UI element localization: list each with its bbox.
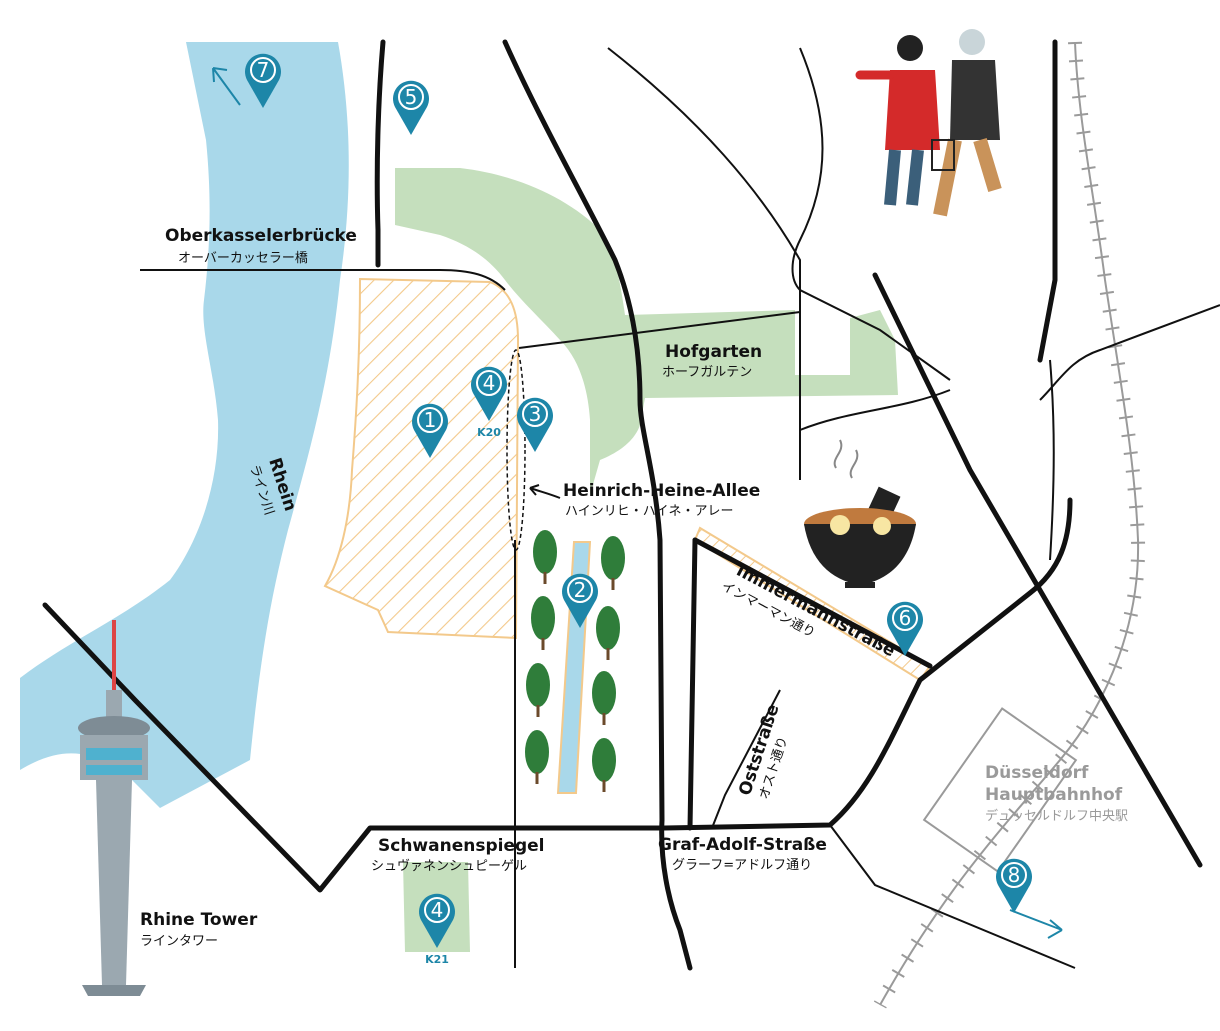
- heinrich-heine-allee-pointer: [529, 487, 561, 499]
- pin-number: 7: [257, 58, 270, 82]
- pin-5[interactable]: 5: [393, 80, 429, 135]
- pin-2[interactable]: 2: [562, 573, 598, 628]
- hauptbahnhof-building: [922, 707, 1078, 873]
- pin-4-k20[interactable]: 4 K20: [471, 366, 507, 439]
- walking-couple-illustration: [855, 29, 1002, 217]
- bridge-label-jp: オーバーカッセラー橋: [178, 251, 308, 266]
- tree-icon: [525, 530, 625, 792]
- oststrasse-label: Oststraße オスト通り: [735, 702, 791, 801]
- pin-number: 3: [529, 402, 542, 426]
- rhine-tower-label-jp: ラインタワー: [140, 934, 218, 949]
- pin-1[interactable]: 1: [412, 403, 448, 458]
- major-roads: [42, 39, 1203, 971]
- pin-number: 4: [431, 898, 444, 922]
- heinrich-heine-allee-marker: [506, 349, 526, 551]
- hbf-label-de-2: Hauptbahnhof: [985, 785, 1123, 805]
- pin-number: 5: [405, 85, 418, 109]
- pin-number: 6: [899, 606, 912, 630]
- graf-label-jp: グラーフ=アドルフ通り: [672, 858, 812, 873]
- railway: [873, 41, 1146, 1009]
- pin-sub-label: K21: [425, 953, 449, 966]
- pin-sub-label: K20: [477, 426, 501, 439]
- pin-7[interactable]: 7: [245, 53, 281, 108]
- rhine-tower-illustration: [78, 620, 150, 996]
- pin-number: 1: [424, 408, 437, 432]
- pin-number: 4: [483, 371, 496, 395]
- bridge-label-de: Oberkasselerbrücke: [165, 226, 357, 246]
- rhein-river: [20, 42, 349, 808]
- hofgarten-label-jp: ホーフガルテン: [662, 365, 752, 380]
- pin-4-k21[interactable]: 4 K21: [419, 893, 455, 966]
- graf-label-de: Graf-Adolf-Straße: [658, 835, 827, 855]
- pin-number: 8: [1008, 863, 1021, 887]
- hbf-label-jp: デュッセルドルフ中央駅: [985, 808, 1128, 824]
- minor-roads: [140, 47, 1220, 969]
- direction-arrow-icon: [212, 67, 1063, 939]
- schwan-label-de: Schwanenspiegel: [378, 836, 545, 856]
- pin-3[interactable]: 3: [517, 397, 553, 452]
- schwan-label-jp: シュヴァネンシュピーゲル: [371, 858, 527, 874]
- hofgarten-label-de: Hofgarten: [665, 342, 762, 362]
- altstadt-area: [323, 277, 520, 640]
- pin-6[interactable]: 6: [887, 601, 923, 656]
- hbf-label-de-1: Düsseldorf: [985, 763, 1089, 783]
- hha-label-de: Heinrich-Heine-Allee: [563, 481, 760, 501]
- hha-label-jp: ハインリヒ・ハイネ・アレー: [565, 504, 733, 519]
- pin-8[interactable]: 8: [996, 858, 1032, 913]
- rhine-tower-label-de: Rhine Tower: [140, 910, 258, 930]
- ramen-bowl-illustration: [804, 439, 916, 588]
- pin-number: 2: [574, 578, 587, 602]
